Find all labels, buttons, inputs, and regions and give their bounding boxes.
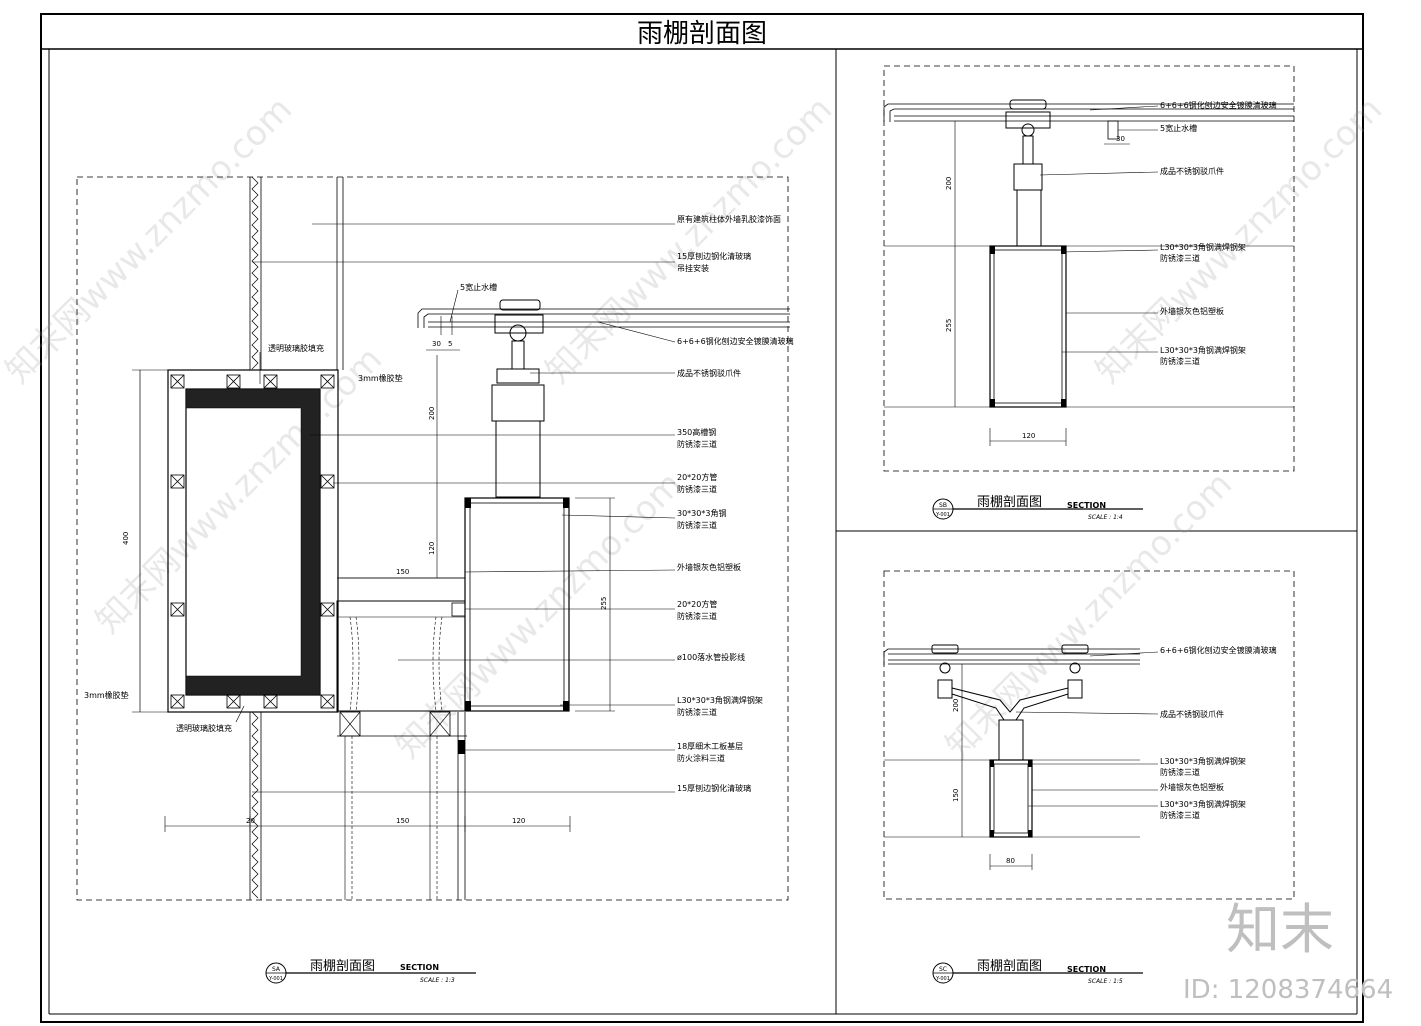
dim-c-80: 80 <box>1006 857 1015 865</box>
label-a-2: 吊挂安装 <box>677 263 709 273</box>
section-a-title-block: SA Y-001 雨棚剖面图 SECTION SCALE : 1:3 <box>265 959 476 984</box>
label-b-2: 成品不锈钢驳爪件 <box>1160 166 1224 176</box>
dim-150: 150 <box>396 568 409 576</box>
label-a-10: 防锈漆三道 <box>677 520 717 530</box>
section-b-tag-top: SB <box>939 502 947 509</box>
label-a-7: 20*20方管 <box>677 472 717 482</box>
label-a-0: 原有建筑柱体外墙乳胶漆饰面 <box>677 214 781 224</box>
dim-150b: 150 <box>396 817 409 825</box>
dim-400: 400 <box>122 532 130 545</box>
section-b-title: 雨棚剖面图 <box>977 495 1042 510</box>
label-b-0: 6+6+6钢化刨边安全镀膜清玻璃 <box>1160 100 1277 110</box>
dim-255: 255 <box>600 597 608 610</box>
label-a-11: 外墙银灰色铝塑板 <box>677 562 741 572</box>
label-a-1: 15厚刨边钢化清玻璃 <box>677 251 751 261</box>
label-c-5: L30*30*3角钢满焊钢架 <box>1160 799 1246 809</box>
label-a-5: 350高槽钢 <box>677 427 716 437</box>
label-a-12: 20*20方管 <box>677 599 717 609</box>
label-a-13: 防锈漆三道 <box>677 611 717 621</box>
dim-c-150: 150 <box>952 789 960 802</box>
section-b-tag-bottom: Y-001 <box>935 512 950 518</box>
label-c-4: 外墙银灰色铝塑板 <box>1160 782 1224 792</box>
dim-120: 120 <box>512 817 525 825</box>
dim-b-200: 200 <box>945 177 953 190</box>
section-c-tag-top: SC <box>939 966 947 973</box>
label-a-16: 防锈漆三道 <box>677 707 717 717</box>
section-a-scale: SCALE : 1:3 <box>420 977 455 984</box>
brand-logo: 知末 <box>1226 898 1334 961</box>
section-b-title-block: SB Y-001 雨棚剖面图 SECTION SCALE : 1:4 <box>932 495 1143 521</box>
section-a-drawing: 400 30 5 200 120 <box>76 176 790 901</box>
dim-200: 200 <box>428 407 436 420</box>
label-a-6: 防锈漆三道 <box>677 439 717 449</box>
label-c-6: 防锈漆三道 <box>1160 810 1200 820</box>
dim-c-200: 200 <box>952 699 960 712</box>
section-c-scale: SCALE : 1:5 <box>1088 978 1123 985</box>
watermark-2: 知末网www.znzmo.com <box>88 339 390 641</box>
label-a-4: 成品不锈钢驳爪件 <box>677 368 741 378</box>
label-a-9: 30*30*3角钢 <box>677 508 726 518</box>
outer-frame <box>40 13 1364 1023</box>
dim-120v: 120 <box>428 542 436 555</box>
label-b-3: L30*30*3角钢满焊钢架 <box>1160 242 1246 252</box>
label-c-3: 防锈漆三道 <box>1160 767 1200 777</box>
label-gutter: 5宽止水槽 <box>460 282 497 292</box>
label-glass-glue-top: 透明玻璃胶填充 <box>268 343 324 353</box>
label-b-7: 防锈漆三道 <box>1160 356 1200 366</box>
label-a-14: ø100落水管投影线 <box>677 652 745 662</box>
section-c-title-block: SC Y-001 雨棚剖面图 SECTION SCALE : 1:5 <box>932 959 1143 985</box>
section-c-title: 雨棚剖面图 <box>977 959 1042 974</box>
label-glass-glue-bottom: 透明玻璃胶填充 <box>176 723 232 733</box>
brand-id: ID: 1208374664 <box>1183 975 1393 1005</box>
section-c-word: SECTION <box>1067 965 1106 974</box>
section-b-word: SECTION <box>1067 501 1106 510</box>
dim-b-120: 120 <box>1022 432 1035 440</box>
dim-b-30: 30 <box>1116 135 1125 143</box>
section-a-title: 雨棚剖面图 <box>310 959 375 974</box>
label-c-0: 6+6+6钢化刨边安全镀膜清玻璃 <box>1160 645 1277 655</box>
label-a-18: 防火涂料三道 <box>677 753 725 763</box>
dim-b-255: 255 <box>945 319 953 332</box>
brand-stamp: 知末 ID: 1208374664 <box>1183 898 1393 1005</box>
section-a-tag-top: SA <box>272 966 281 973</box>
label-c-1: 成品不锈钢驳爪件 <box>1160 709 1224 719</box>
label-b-1: 5宽止水槽 <box>1160 123 1197 133</box>
dim-5: 5 <box>448 340 452 348</box>
label-a-17: 18厚细木工板基层 <box>677 741 743 751</box>
label-a-19: 15厚刨边钢化清玻璃 <box>677 783 751 793</box>
section-b-drawing: 30 200 255 120 6+6+6钢化刨边安全镀膜清玻璃 5宽止水槽 成品… <box>883 65 1295 472</box>
dim-20: 20 <box>246 817 255 825</box>
label-b-4: 防锈漆三道 <box>1160 253 1200 263</box>
section-a-word: SECTION <box>400 963 439 972</box>
label-b-5: 外墙银灰色铝塑板 <box>1160 306 1224 316</box>
label-gasket-top: 3mm橡胶垫 <box>358 373 403 383</box>
watermark-4: 知末网www.znzmo.com <box>538 89 840 391</box>
section-a-labels: 原有建筑柱体外墙乳胶漆饰面 15厚刨边钢化清玻璃 吊挂安装 6+6+6钢化刨边安… <box>84 214 794 793</box>
sheet-title: 雨棚剖面图 <box>637 19 767 49</box>
label-gasket-bottom: 3mm橡胶垫 <box>84 690 129 700</box>
label-a-8: 防锈漆三道 <box>677 484 717 494</box>
dim-30: 30 <box>432 340 441 348</box>
section-c-tag-bottom: Y-001 <box>935 976 950 982</box>
label-c-2: L30*30*3角钢满焊钢架 <box>1160 756 1246 766</box>
label-b-6: L30*30*3角钢满焊钢架 <box>1160 345 1246 355</box>
label-a-3: 6+6+6钢化刨边安全镀膜清玻璃 <box>677 336 794 346</box>
watermark-3: 知末网www.znzmo.com <box>388 464 690 766</box>
section-b-scale: SCALE : 1:4 <box>1088 514 1123 521</box>
label-a-15: L30*30*3角钢满焊钢架 <box>677 695 763 705</box>
section-a-tag-bottom: Y-001 <box>268 976 283 982</box>
section-c-drawing: 200 150 80 6+6+6钢化刨边安全镀膜清玻璃 成品不锈钢驳爪件 L30… <box>883 570 1295 900</box>
